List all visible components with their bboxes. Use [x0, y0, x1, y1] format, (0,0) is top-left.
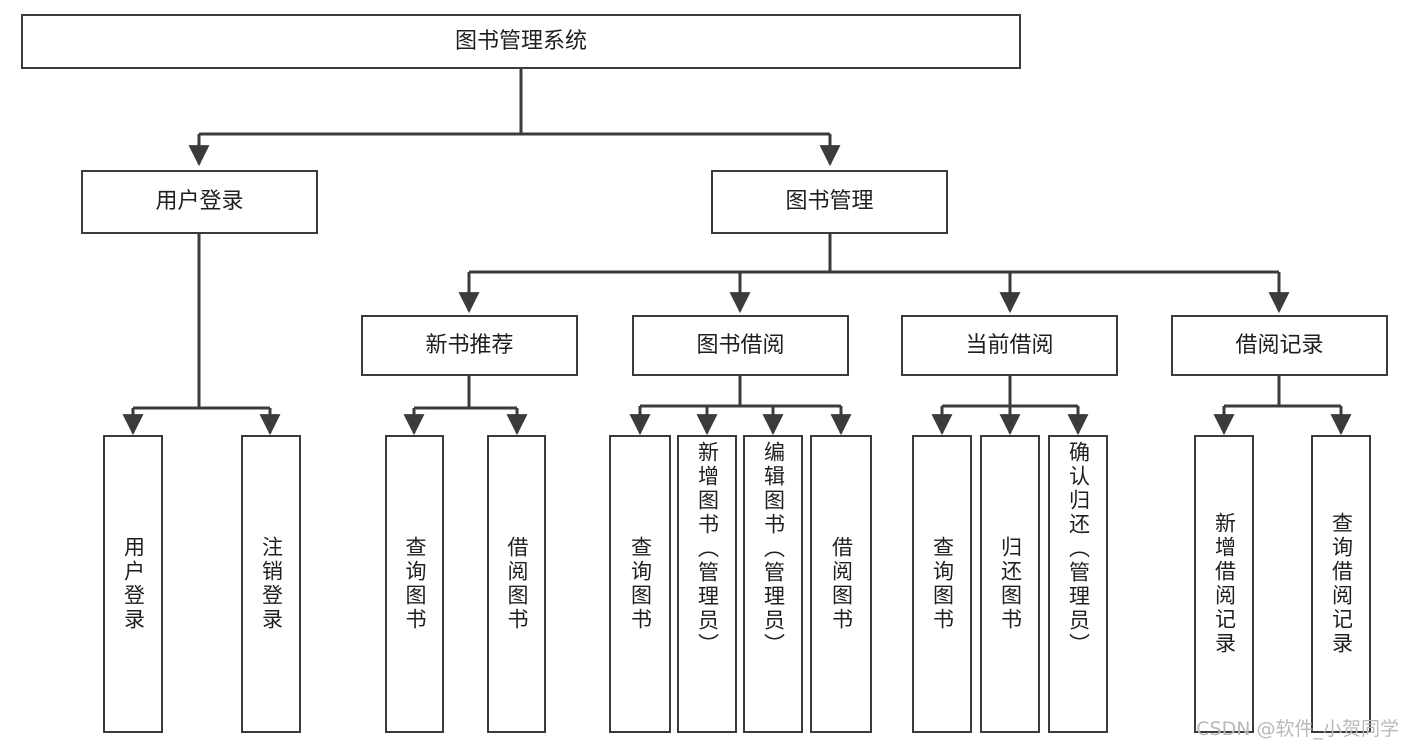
leaf-edit-book-admin-label: 编辑图书（管理员）: [761, 441, 786, 657]
node-book-management[interactable]: 图书管理: [711, 170, 948, 234]
leaf-user-login-label: 用户登录: [121, 536, 146, 632]
leaf-edit-book-admin[interactable]: 编辑图书（管理员）: [743, 435, 803, 733]
node-root-label: 图书管理系统: [454, 28, 587, 54]
leaf-query-borrow-record-label: 查询借阅记录: [1329, 512, 1354, 656]
node-book-borrow-label: 图书借阅: [696, 332, 785, 358]
leaf-query-book-borrow[interactable]: 查询图书: [609, 435, 671, 733]
node-user-login-label: 用户登录: [155, 189, 244, 215]
node-current-borrow-label: 当前借阅: [965, 332, 1054, 358]
leaf-borrow-book-borrow[interactable]: 借阅图书: [810, 435, 872, 733]
leaf-query-book-current-label: 查询图书: [930, 536, 955, 632]
leaf-add-borrow-record[interactable]: 新增借阅记录: [1194, 435, 1254, 733]
leaf-query-book-recommend[interactable]: 查询图书: [385, 435, 444, 733]
watermark-text: CSDN @软件_小贺同学: [1196, 718, 1399, 740]
node-borrow-record-label: 借阅记录: [1235, 332, 1324, 358]
leaf-return-book-label: 归还图书: [998, 536, 1023, 632]
leaf-return-book[interactable]: 归还图书: [980, 435, 1040, 733]
leaf-add-book-admin[interactable]: 新增图书（管理员）: [677, 435, 737, 733]
leaf-query-book-recommend-label: 查询图书: [403, 536, 427, 632]
node-book-management-label: 图书管理: [785, 189, 874, 215]
node-current-borrow[interactable]: 当前借阅: [901, 315, 1118, 376]
node-new-book-recommend-label: 新书推荐: [425, 332, 514, 358]
node-borrow-record[interactable]: 借阅记录: [1171, 315, 1388, 376]
node-user-login[interactable]: 用户登录: [81, 170, 318, 234]
leaf-add-borrow-record-label: 新增借阅记录: [1212, 512, 1237, 656]
node-root-system[interactable]: 图书管理系统: [21, 14, 1021, 69]
leaf-confirm-return-admin[interactable]: 确认归还（管理员）: [1048, 435, 1108, 733]
leaf-borrow-book-borrow-label: 借阅图书: [829, 536, 854, 632]
node-book-borrow[interactable]: 图书借阅: [632, 315, 849, 376]
leaf-confirm-return-admin-label: 确认归还（管理员）: [1066, 441, 1091, 657]
leaf-query-book-borrow-label: 查询图书: [628, 536, 653, 632]
leaf-query-borrow-record[interactable]: 查询借阅记录: [1311, 435, 1371, 733]
leaf-add-book-admin-label: 新增图书（管理员）: [695, 441, 720, 657]
leaf-user-login[interactable]: 用户登录: [103, 435, 163, 733]
leaf-logout[interactable]: 注销登录: [241, 435, 301, 733]
leaf-borrow-book-recommend-label: 借阅图书: [505, 536, 529, 632]
leaf-logout-label: 注销登录: [259, 536, 284, 632]
leaf-borrow-book-recommend[interactable]: 借阅图书: [487, 435, 546, 733]
node-new-book-recommend[interactable]: 新书推荐: [361, 315, 578, 376]
leaf-query-book-current[interactable]: 查询图书: [912, 435, 972, 733]
